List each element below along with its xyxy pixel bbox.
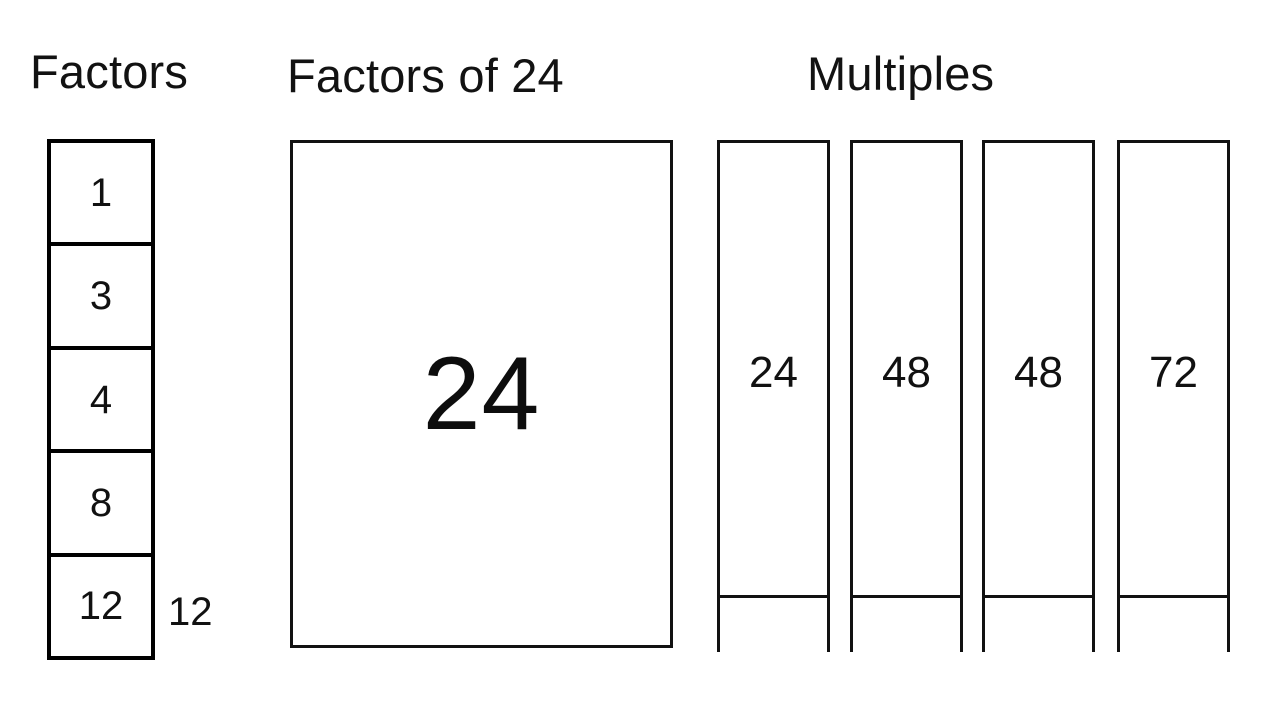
multiples-column: 48 — [982, 140, 1095, 652]
factor-cell: 3 — [47, 242, 155, 350]
heading-factors-of-24: Factors of 24 — [287, 49, 564, 102]
multiples-column-stub — [1117, 595, 1230, 652]
factors-column: 1 3 4 8 12 — [47, 139, 155, 661]
multiples-column-body: 72 — [1117, 140, 1230, 598]
factors-outside-label: 12 — [168, 590, 213, 634]
multiples-column-value: 48 — [882, 348, 931, 397]
multiples-columns-group: 24 48 48 72 — [717, 140, 1237, 652]
heading-factors: Factors — [30, 45, 189, 98]
multiples-column-value: 48 — [1014, 348, 1063, 397]
center-box: 24 — [290, 140, 673, 648]
center-box-value: 24 — [422, 336, 541, 452]
multiples-column-body: 24 — [717, 140, 830, 598]
multiples-column: 24 — [717, 140, 830, 652]
multiples-column-stub — [717, 595, 830, 652]
multiples-column: 48 — [850, 140, 963, 652]
heading-multiples: Multiples — [807, 47, 995, 100]
factor-cell: 12 — [47, 552, 155, 661]
multiples-column: 72 — [1117, 140, 1230, 652]
multiples-column-stub — [982, 595, 1095, 652]
multiples-column-body: 48 — [850, 140, 963, 598]
multiples-column-value: 24 — [749, 348, 798, 397]
multiples-column-stub — [850, 595, 963, 652]
multiples-column-value: 72 — [1149, 348, 1198, 397]
factor-cell: 1 — [47, 139, 155, 247]
multiples-column-body: 48 — [982, 140, 1095, 598]
factor-cell: 4 — [47, 345, 155, 454]
factor-cell: 8 — [47, 449, 155, 557]
